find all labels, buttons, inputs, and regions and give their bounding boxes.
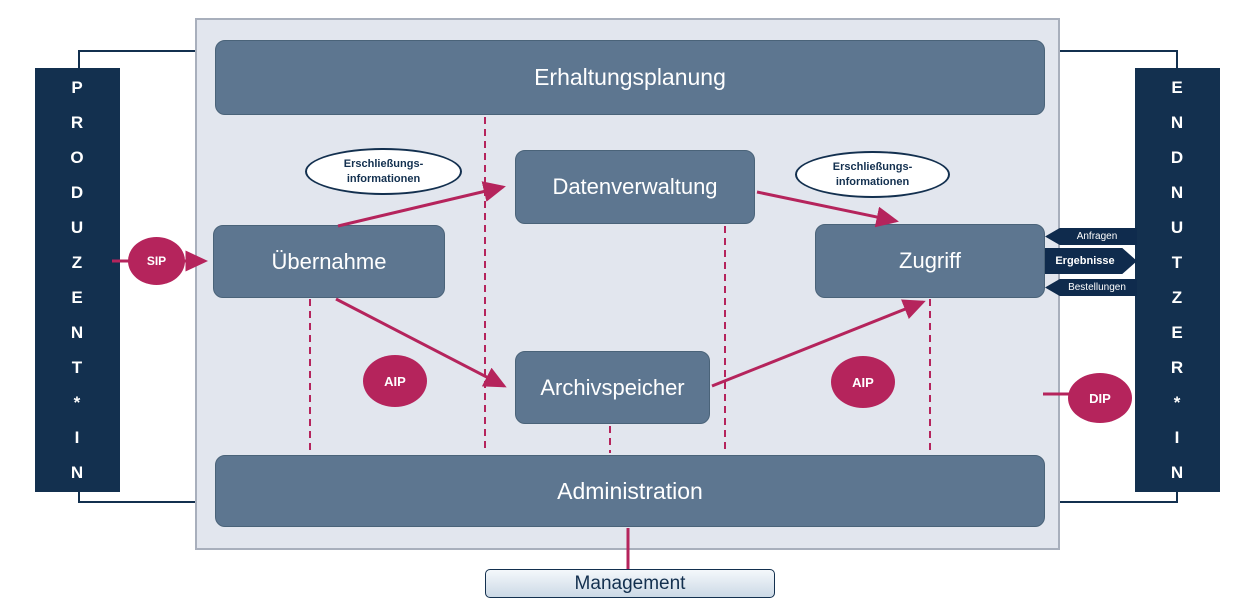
consumer-label: E N D N U T Z E R * I N	[1170, 78, 1185, 482]
sip-ellipse: SIP	[128, 237, 185, 285]
erhaltungsplanung-box: Erhaltungsplanung	[215, 40, 1045, 115]
archivspeicher-box: Archivspeicher	[515, 351, 710, 424]
producer-box: P R O D U Z E N T * I N	[35, 68, 120, 492]
aip-right-label: AIP	[852, 374, 874, 390]
datenverwaltung-box: Datenverwaltung	[515, 150, 755, 224]
management-label: Management	[574, 572, 686, 594]
ergebnisse-block-arrow: Ergebnisse	[1045, 248, 1137, 274]
administration-box: Administration	[215, 455, 1045, 527]
sip-label: SIP	[146, 254, 167, 268]
erschliessungsinformationen-ellipse-left: Erschließungs- informationen	[305, 148, 462, 195]
administration-label: Administration	[557, 477, 703, 504]
consumer-box: E N D N U T Z E R * I N	[1135, 68, 1220, 492]
dip-label: DIP	[1089, 390, 1111, 406]
uebernahme-label: Übernahme	[271, 248, 387, 274]
producer-label: P R O D U Z E N T * I N	[70, 78, 85, 482]
ergebnisse-label: Ergebnisse	[1055, 255, 1115, 267]
aip-left-label: AIP	[384, 373, 406, 389]
dip-ellipse: DIP	[1068, 373, 1132, 423]
zugriff-label: Zugriff	[899, 248, 961, 273]
uebernahme-box: Übernahme	[213, 225, 445, 298]
bestellungen-block-arrow: Bestellungen	[1045, 279, 1137, 296]
datenverwaltung-label: Datenverwaltung	[552, 174, 718, 199]
archivspeicher-label: Archivspeicher	[540, 374, 685, 400]
erschliessungsinformationen-right-label: Erschließungs- informationen	[832, 161, 913, 188]
bestellungen-label: Bestellungen	[1068, 282, 1126, 293]
anfragen-label: Anfragen	[1076, 231, 1118, 242]
management-box: Management	[485, 569, 775, 598]
aip-left-ellipse: AIP	[363, 355, 427, 407]
anfragen-block-arrow: Anfragen	[1045, 228, 1137, 245]
erschliessungsinformationen-left-label: Erschließungs- informationen	[343, 158, 424, 185]
zugriff-box: Zugriff	[815, 224, 1045, 298]
erschliessungsinformationen-ellipse-right: Erschließungs- informationen	[795, 151, 950, 198]
aip-right-ellipse: AIP	[831, 356, 895, 408]
erhaltungsplanung-label: Erhaltungsplanung	[534, 64, 726, 90]
